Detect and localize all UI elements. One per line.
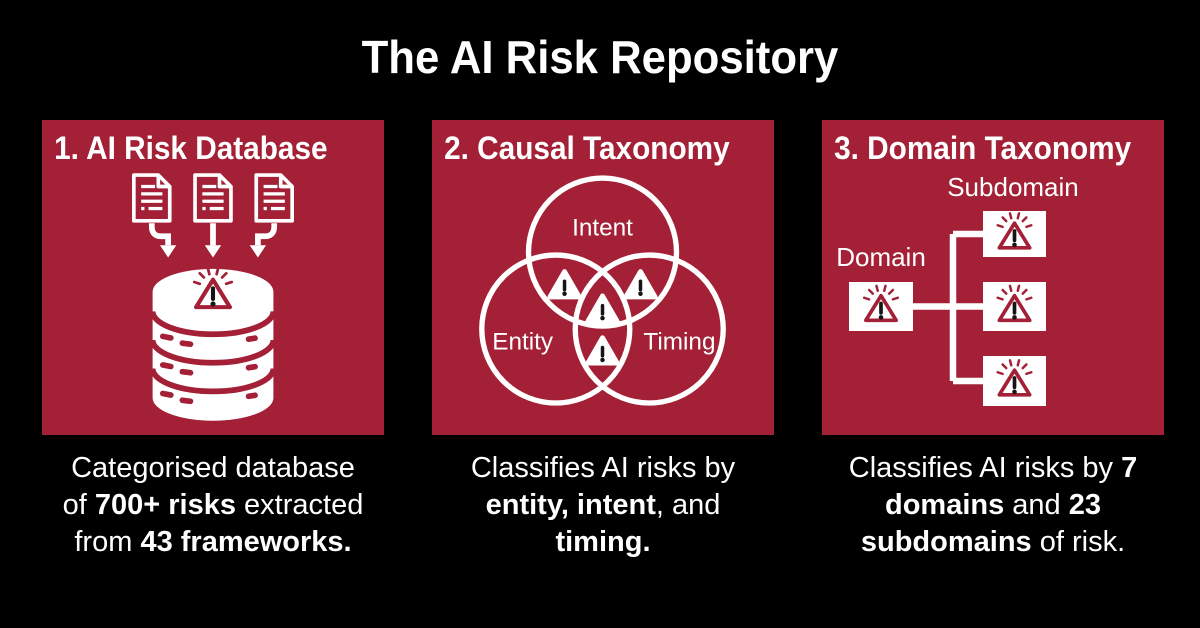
- venn-label-intent: Intent: [572, 215, 633, 242]
- tree-node-subdomain: [983, 356, 1046, 406]
- database-icon: [149, 269, 277, 421]
- panel-3-header: 3. Domain Taxonomy: [834, 130, 1132, 166]
- panel-1-header: 1. AI Risk Database: [54, 130, 328, 166]
- venn-circle-entity: [479, 252, 633, 406]
- tree-label-subdomain: Subdomain: [947, 172, 1079, 202]
- warning-triangle-icon: [588, 338, 617, 363]
- panel-causal-taxonomy: 2. Causal Taxonomy Intent Entity Timing: [432, 120, 774, 435]
- venn-circle-intent: [525, 175, 680, 329]
- down-arrows-icon: [148, 223, 278, 258]
- panel-domain-taxonomy: 3. Domain Taxonomy Subdomain Domain: [822, 120, 1164, 435]
- tree-node-subdomain: [983, 282, 1046, 331]
- venn-circle-timing: [572, 252, 726, 406]
- panel-3-icon-area: Subdomain Domain: [822, 167, 1164, 414]
- venn-label-timing: Timing: [643, 328, 715, 355]
- tree-node-domain: [849, 282, 913, 331]
- panel-1-icon-area: [42, 167, 384, 424]
- warning-triangle-icon: [588, 296, 617, 321]
- page-title: The AI Risk Repository: [361, 31, 839, 83]
- warning-triangle-icon: [550, 272, 579, 297]
- documents-into-database-icon: [131, 173, 295, 421]
- document-icon: [131, 173, 172, 223]
- tree-node-subdomain: [983, 211, 1046, 257]
- panel-ai-risk-database: 1. AI Risk Database: [42, 120, 384, 435]
- tree-connector-lines: [913, 230, 983, 385]
- panel-2-header: 2. Causal Taxonomy: [444, 130, 730, 166]
- warning-triangle-icon: [626, 272, 655, 297]
- document-icon: [193, 173, 233, 223]
- tree-label-domain: Domain: [836, 242, 926, 272]
- panel-2-icon-area: Intent Entity Timing: [432, 167, 774, 412]
- venn-label-entity: Entity: [492, 328, 554, 355]
- document-icon: [254, 173, 295, 223]
- tree-diagram-icon: Subdomain Domain: [836, 172, 1079, 406]
- venn-diagram-icon: Intent Entity Timing: [479, 175, 726, 406]
